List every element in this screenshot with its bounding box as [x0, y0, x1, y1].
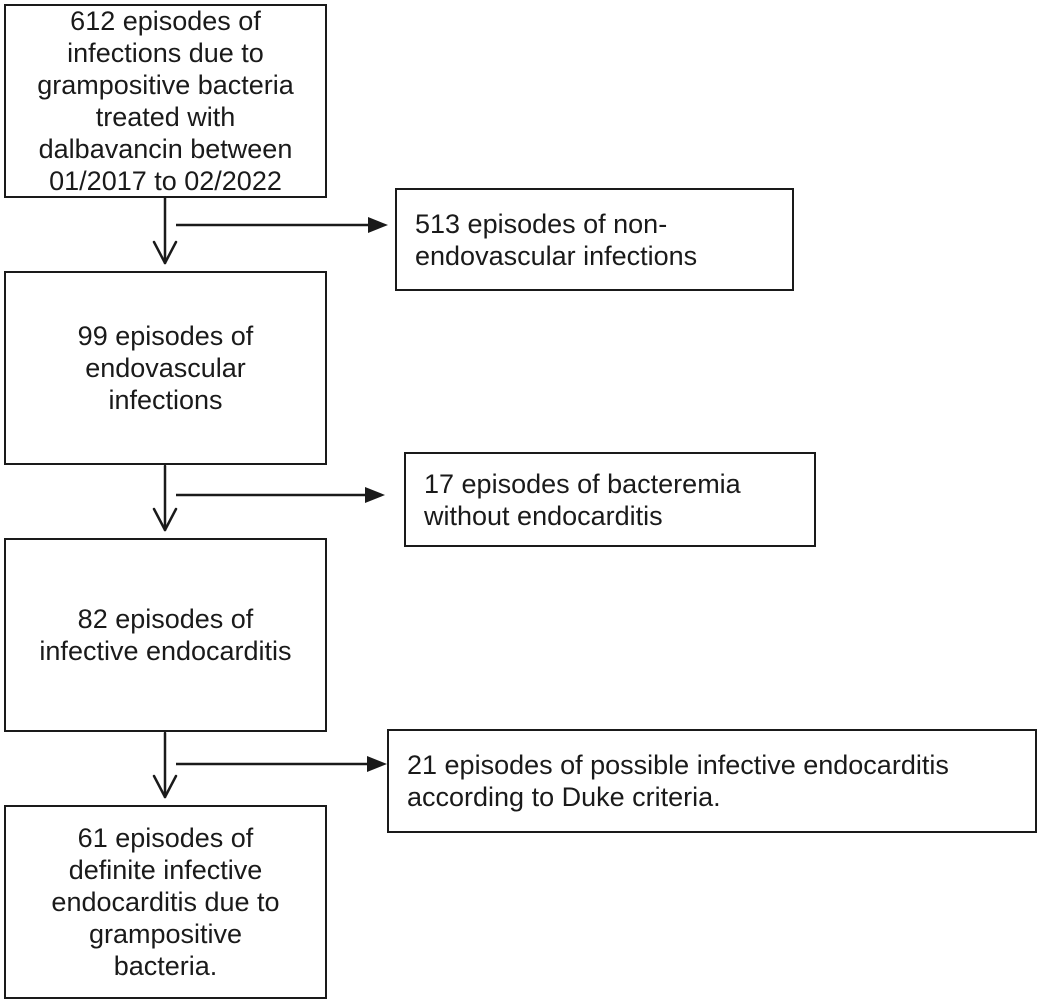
box-17-line-2: without endocarditis — [424, 500, 663, 531]
box-612-line-1: 612 episodes of — [70, 6, 261, 36]
box-82-line-1: 82 episodes of — [77, 604, 254, 634]
box-21-line-2: according to Duke criteria. — [407, 782, 721, 812]
box-99-line-3: infections — [108, 385, 223, 415]
down-arrow-3-head — [152, 774, 178, 799]
box-82-episodes: 82 episodes of infective endocarditis — [4, 538, 327, 732]
box-17-line-1: 17 episodes of bacteremia — [424, 468, 741, 499]
box-513-line-1: 513 episodes of non- — [415, 208, 668, 239]
box-513-line-2: endovascular infections — [415, 240, 698, 271]
box-612-line-4: treated with — [95, 102, 236, 132]
box-61-line-1: 61 episodes of — [77, 823, 254, 853]
box-82-line-2: infective endocarditis — [39, 636, 292, 666]
box-612-line-2: infections due to — [67, 38, 264, 68]
side-arrow-3-head — [367, 756, 387, 772]
box-513-excluded: 513 episodes of non- endovascular infect… — [395, 188, 794, 291]
box-61-episodes: 61 episodes of definite infective endoca… — [4, 805, 327, 999]
box-21-line-1: 21 episodes of possible infective endoca… — [407, 750, 949, 780]
down-arrow-2-head — [152, 507, 178, 532]
box-61-line-5: bacteria. — [113, 951, 218, 981]
box-61-line-2: definite infective — [68, 855, 263, 885]
box-612-line-5: dalbavancin between — [38, 134, 293, 164]
box-61-line-3: endocarditis due to — [51, 887, 280, 917]
side-arrow-1-head — [368, 217, 388, 233]
box-21-excluded: 21 episodes of possible infective endoca… — [387, 729, 1037, 833]
box-612-episodes: 612 episodes of infections due to grampo… — [4, 4, 327, 198]
box-17-excluded: 17 episodes of bacteremia without endoca… — [404, 452, 816, 547]
box-99-line-2: endovascular — [85, 353, 246, 383]
down-arrow-1-head — [152, 240, 178, 265]
side-arrow-2-head — [365, 487, 385, 503]
box-612-line-3: grampositive bacteria — [37, 70, 294, 100]
box-612-line-6: 01/2017 to 02/2022 — [49, 166, 282, 196]
box-61-line-4: grampositive — [88, 919, 243, 949]
box-99-line-1: 99 episodes of — [77, 321, 254, 351]
box-99-episodes: 99 episodes of endovascular infections — [4, 271, 327, 465]
